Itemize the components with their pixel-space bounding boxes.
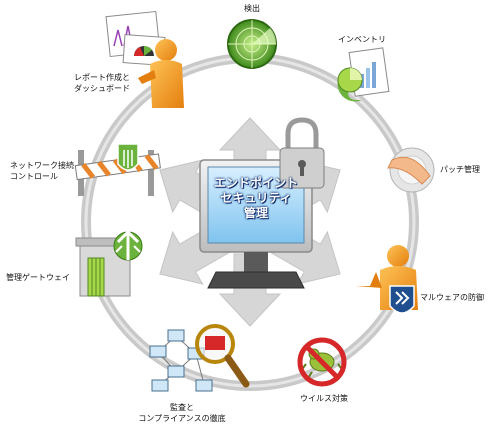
label-nac-line: ネットワーク接続	[10, 161, 74, 170]
radar-icon	[227, 19, 277, 69]
label-virus: ウイルス対策	[292, 393, 356, 404]
label-report: レポート作成と ダッシュボード	[54, 72, 130, 94]
label-detection: 検出	[236, 3, 268, 14]
center-title-line: セキュリティ	[220, 191, 292, 205]
barrier-icon	[74, 143, 161, 196]
label-detection-line: 検出	[244, 4, 260, 13]
label-patch-line: パッチ管理	[440, 165, 480, 174]
patch-cd-icon	[387, 147, 435, 193]
center-title: エンドポイント セキュリティ 管理	[214, 176, 298, 221]
label-virus-line: ウイルス対策	[300, 394, 348, 403]
label-audit-line: 監査と	[170, 403, 194, 412]
label-inventory: インベントリ	[338, 34, 386, 45]
label-nac-line: コントロール	[10, 172, 58, 181]
report-dashboard-icon	[105, 10, 184, 108]
label-malware-line: マルウェアの防御	[420, 293, 484, 302]
label-audit-line: コンプライアンスの徹底	[138, 414, 226, 423]
shield-person-icon	[356, 245, 418, 314]
label-audit: 監査と コンプライアンスの徹底	[128, 402, 236, 424]
padlock-icon	[279, 117, 325, 189]
no-bug-icon	[297, 337, 347, 387]
center-title-line: 管理	[243, 206, 268, 220]
center-monitor	[199, 159, 313, 289]
center-title-line: エンドポイント	[214, 176, 299, 190]
inventory-chart-icon	[337, 47, 390, 102]
label-malware: マルウェアの防御	[420, 292, 484, 303]
label-nac: ネットワーク接続 コントロール	[10, 160, 74, 182]
label-report-line: ダッシュボード	[74, 84, 130, 93]
gateway-building-icon	[75, 229, 143, 297]
magnifier-network-icon	[149, 324, 250, 392]
label-patch: パッチ管理	[440, 164, 480, 175]
label-report-line: レポート作成と	[74, 73, 130, 82]
label-inventory-line: インベントリ	[338, 35, 386, 44]
label-gateway: 管理ゲートウェイ	[6, 272, 70, 283]
label-gateway-line: 管理ゲートウェイ	[6, 273, 70, 282]
